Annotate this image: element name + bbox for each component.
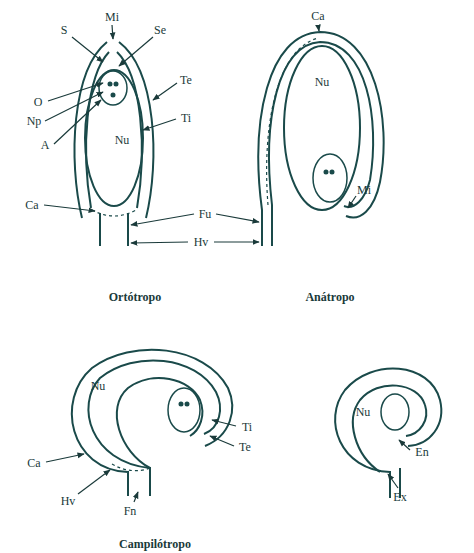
curved-ovule — [335, 368, 441, 498]
campylotropous-ovule-part — [88, 360, 220, 496]
leader-lines-part — [318, 25, 319, 31]
leader-lines-part — [44, 205, 95, 211]
part-label: Nu — [315, 76, 330, 88]
leader-lines-part — [210, 436, 234, 446]
leader-lines-part — [131, 242, 188, 243]
figure-title: Anátropo — [305, 291, 354, 303]
leader-lines-part — [72, 37, 103, 62]
part-label: Ti — [181, 112, 191, 124]
leader-lines-part — [46, 454, 84, 462]
anatropous-ovule-part — [267, 38, 318, 205]
orthotropous-ovule-part — [112, 94, 115, 97]
leader-lines-part — [388, 474, 398, 488]
leader-lines-part — [112, 25, 113, 39]
part-label: Se — [154, 24, 166, 36]
orthotropous-ovule-part — [86, 52, 109, 208]
campylotropous-ovule — [72, 350, 232, 496]
part-label: Mi — [105, 11, 119, 23]
anatropous-ovule — [258, 32, 383, 246]
part-label: Ca — [311, 10, 324, 22]
part-label: Te — [239, 441, 251, 453]
leader-lines-part — [153, 83, 177, 100]
leader-lines-part — [119, 37, 153, 66]
part-label: Nu — [91, 380, 106, 392]
leader-lines-part — [54, 100, 101, 144]
figure-title: Ortótropo — [109, 291, 161, 303]
leader-lines-part — [216, 214, 259, 222]
orthotropous-ovule-part — [115, 83, 118, 86]
orthotropous-ovule-part — [74, 42, 107, 218]
part-label: Nu — [356, 406, 371, 418]
leader-lines-part — [399, 440, 410, 450]
part-label: Ca — [27, 457, 40, 469]
campylotropous-ovule-part — [112, 464, 150, 471]
anatropous-ovule-part — [331, 171, 334, 174]
part-label: Nu — [115, 134, 130, 146]
campylotropous-ovule-part — [117, 378, 203, 468]
orthotropous-ovule-part — [85, 70, 143, 206]
part-label: Ti — [242, 421, 252, 433]
orthotropous-ovule-part — [92, 210, 136, 216]
orthotropous-ovule-part — [117, 52, 142, 208]
leader-lines-part — [348, 196, 356, 208]
leader-lines-part — [212, 420, 236, 426]
campylotropous-ovule-part — [180, 403, 183, 406]
part-label: En — [415, 446, 428, 458]
part-label: Mi — [357, 184, 371, 196]
part-label: Np — [27, 115, 42, 127]
leader-lines-part — [48, 83, 103, 101]
anatropous-ovule-part — [325, 171, 328, 174]
part-label: Ex — [393, 491, 406, 503]
part-label: Hv — [61, 495, 76, 507]
part-label: S — [61, 24, 68, 36]
leader-lines-part — [143, 119, 176, 130]
orthotropous-ovule-part — [100, 213, 128, 246]
leader-lines — [44, 25, 410, 502]
leader-lines-part — [131, 214, 194, 225]
part-label: Fn — [124, 505, 137, 517]
curved-ovule-part — [381, 394, 409, 430]
orthotropous-ovule-part — [99, 71, 127, 105]
anatropous-ovule-part — [258, 32, 383, 246]
leader-lines-part — [78, 470, 110, 494]
figure-title: Campilótropo — [119, 538, 191, 550]
orthotropous-ovule-part — [119, 42, 153, 218]
anatropous-ovule-part — [284, 46, 360, 210]
curved-ovule-part — [353, 385, 426, 472]
anatropous-ovule-part — [313, 154, 347, 202]
part-label: O — [34, 96, 43, 108]
campylotropous-ovule-part — [168, 388, 200, 432]
part-label: Ca — [25, 199, 38, 211]
orthotropous-ovule — [74, 42, 153, 246]
campylotropous-ovule-part — [186, 403, 189, 406]
orthotropous-ovule-part — [109, 83, 112, 86]
part-label: Hv — [194, 236, 209, 248]
curved-ovule-part — [335, 368, 441, 498]
leader-lines-part — [214, 241, 259, 242]
campylotropous-ovule-part — [72, 350, 232, 496]
part-label: Fu — [199, 208, 212, 220]
part-label: Te — [180, 74, 192, 86]
part-label: A — [41, 139, 50, 151]
anatropous-ovule-part — [269, 42, 373, 246]
leader-lines-part — [134, 492, 138, 502]
